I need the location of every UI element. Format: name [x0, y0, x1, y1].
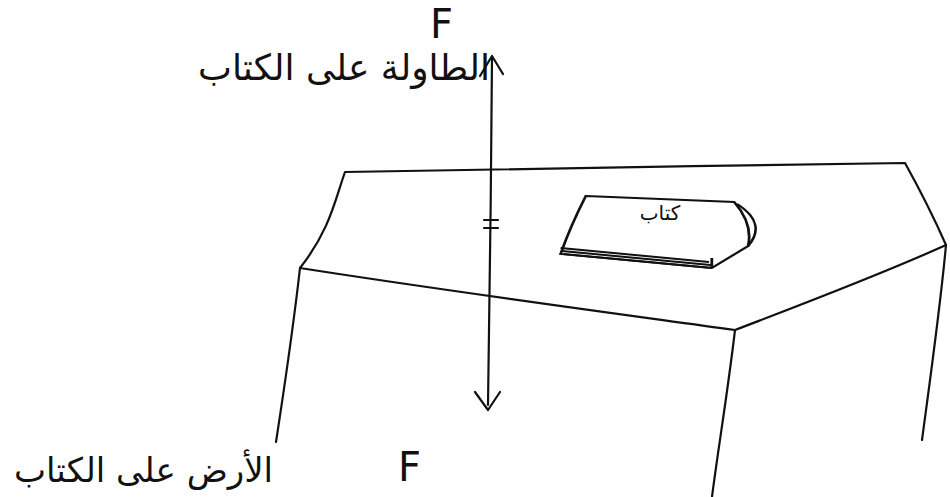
force-label: الطاولة على الكتاب — [198, 48, 490, 88]
book-text-wrap: كتاب — [555, 188, 765, 224]
table-leg — [276, 268, 300, 442]
force-arrowhead-down — [475, 392, 500, 410]
book-shape: كتاب — [555, 188, 765, 272]
force-label: الأرض على الكتاب — [14, 452, 273, 489]
book-title: كتاب — [555, 202, 765, 224]
force-line — [488, 58, 492, 405]
table-leg — [922, 245, 946, 440]
table-leg — [712, 330, 735, 497]
force-symbol: F — [430, 2, 453, 46]
equal-mark — [484, 220, 498, 228]
table-top — [300, 163, 946, 330]
book-outline — [555, 188, 765, 272]
force-symbol: F — [398, 445, 421, 489]
